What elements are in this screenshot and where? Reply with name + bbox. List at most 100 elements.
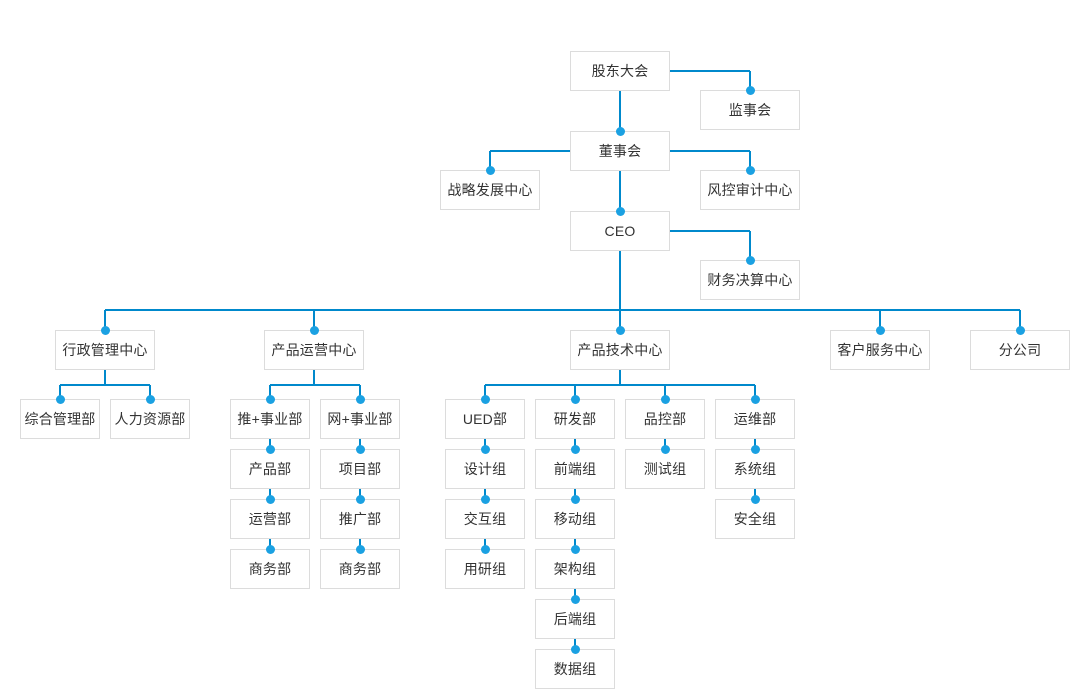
org-node-u1[interactable]: UED部 [445,399,525,439]
connector-dot-icon [485,165,495,175]
org-node-q1[interactable]: 网+事业部 [320,399,400,439]
org-node-label: 产品部 [248,460,292,477]
org-node-label: 用研组 [463,560,507,577]
connector-dot-icon [100,325,110,335]
org-node-q2[interactable]: 项目部 [320,449,400,489]
org-node-label: 分公司 [998,341,1042,358]
connector-dot-icon [615,126,625,136]
org-node-n5[interactable]: 风控审计中心 [700,170,800,210]
org-node-r1[interactable]: 研发部 [535,399,615,439]
org-node-label: 人力资源部 [114,410,186,427]
org-node-p4[interactable]: 商务部 [230,549,310,589]
connector-dot-icon [480,494,490,504]
org-node-r4[interactable]: 架构组 [535,549,615,589]
org-node-d2[interactable]: 产品运营中心 [264,330,364,370]
connector-dot-icon [480,544,490,554]
connector-dot-icon [265,394,275,404]
org-node-u2[interactable]: 设计组 [445,449,525,489]
org-node-q3[interactable]: 推广部 [320,499,400,539]
connector-dot-icon [355,444,365,454]
org-node-label: CEO [604,222,636,239]
org-node-label: 研发部 [553,410,597,427]
connector-dot-icon [570,394,580,404]
connector-dot-icon [309,325,319,335]
org-node-p2[interactable]: 产品部 [230,449,310,489]
org-node-d4[interactable]: 客户服务中心 [830,330,930,370]
org-node-n3[interactable]: 董事会 [570,131,670,171]
org-node-d1[interactable]: 行政管理中心 [55,330,155,370]
org-node-label: 安全组 [733,510,777,527]
org-node-label: 战略发展中心 [447,181,533,198]
org-node-a2[interactable]: 人力资源部 [110,399,190,439]
org-node-o1[interactable]: 运维部 [715,399,795,439]
connector-dot-icon [265,494,275,504]
org-node-p1[interactable]: 推+事业部 [230,399,310,439]
org-node-label: 客户服务中心 [837,341,923,358]
org-node-r5[interactable]: 后端组 [535,599,615,639]
org-node-label: 行政管理中心 [62,341,148,358]
connector-dot-icon [750,444,760,454]
org-node-label: 推广部 [338,510,382,527]
org-node-p3[interactable]: 运营部 [230,499,310,539]
org-node-label: 架构组 [553,560,597,577]
org-node-label: 产品运营中心 [271,341,357,358]
org-node-label: 产品技术中心 [577,341,663,358]
connector-dot-icon [750,394,760,404]
org-node-n2[interactable]: 监事会 [700,90,800,130]
org-node-o3[interactable]: 安全组 [715,499,795,539]
org-node-n4[interactable]: 战略发展中心 [440,170,540,210]
org-node-n7[interactable]: 财务决算中心 [700,260,800,300]
org-node-label: 项目部 [338,460,382,477]
connector-dot-icon [745,165,755,175]
connector-dot-icon [570,444,580,454]
connector-dot-icon [480,444,490,454]
org-node-label: 测试组 [643,460,687,477]
org-node-t2[interactable]: 测试组 [625,449,705,489]
org-node-t1[interactable]: 品控部 [625,399,705,439]
org-node-q4[interactable]: 商务部 [320,549,400,589]
org-node-label: 系统组 [733,460,777,477]
org-node-d3[interactable]: 产品技术中心 [570,330,670,370]
org-node-label: 股东大会 [591,62,649,79]
org-node-label: 运维部 [733,410,777,427]
org-node-label: 设计组 [463,460,507,477]
org-node-r6[interactable]: 数据组 [535,649,615,689]
org-node-d5[interactable]: 分公司 [970,330,1070,370]
org-node-label: 财务决算中心 [707,271,793,288]
org-node-label: 交互组 [463,510,507,527]
org-node-label: 董事会 [598,142,642,159]
org-node-r3[interactable]: 移动组 [535,499,615,539]
org-node-label: 风控审计中心 [707,181,793,198]
org-node-u4[interactable]: 用研组 [445,549,525,589]
connector-dot-icon [355,544,365,554]
org-node-a1[interactable]: 综合管理部 [20,399,100,439]
connector-dot-icon [265,544,275,554]
connector-dot-icon [570,544,580,554]
connector-dot-icon [615,325,625,335]
org-node-label: 后端组 [553,610,597,627]
org-node-r2[interactable]: 前端组 [535,449,615,489]
connector-dot-icon [145,394,155,404]
org-node-label: 移动组 [553,510,597,527]
connector-dot-icon [570,494,580,504]
org-node-label: UED部 [462,410,508,427]
connector-dot-icon [570,644,580,654]
connector-dot-icon [615,206,625,216]
org-node-o2[interactable]: 系统组 [715,449,795,489]
connector-dot-icon [750,494,760,504]
org-node-label: 品控部 [643,410,687,427]
org-node-n6[interactable]: CEO [570,211,670,251]
connector-dot-icon [660,394,670,404]
org-node-label: 前端组 [553,460,597,477]
connector-dot-icon [480,394,490,404]
org-node-n1[interactable]: 股东大会 [570,51,670,91]
connector-dot-icon [875,325,885,335]
connector-dot-icon [570,594,580,604]
org-node-label: 监事会 [728,101,772,118]
org-node-label: 综合管理部 [24,410,96,427]
org-node-label: 数据组 [553,660,597,677]
connector-dot-icon [55,394,65,404]
org-node-u3[interactable]: 交互组 [445,499,525,539]
connector-dot-icon [660,444,670,454]
